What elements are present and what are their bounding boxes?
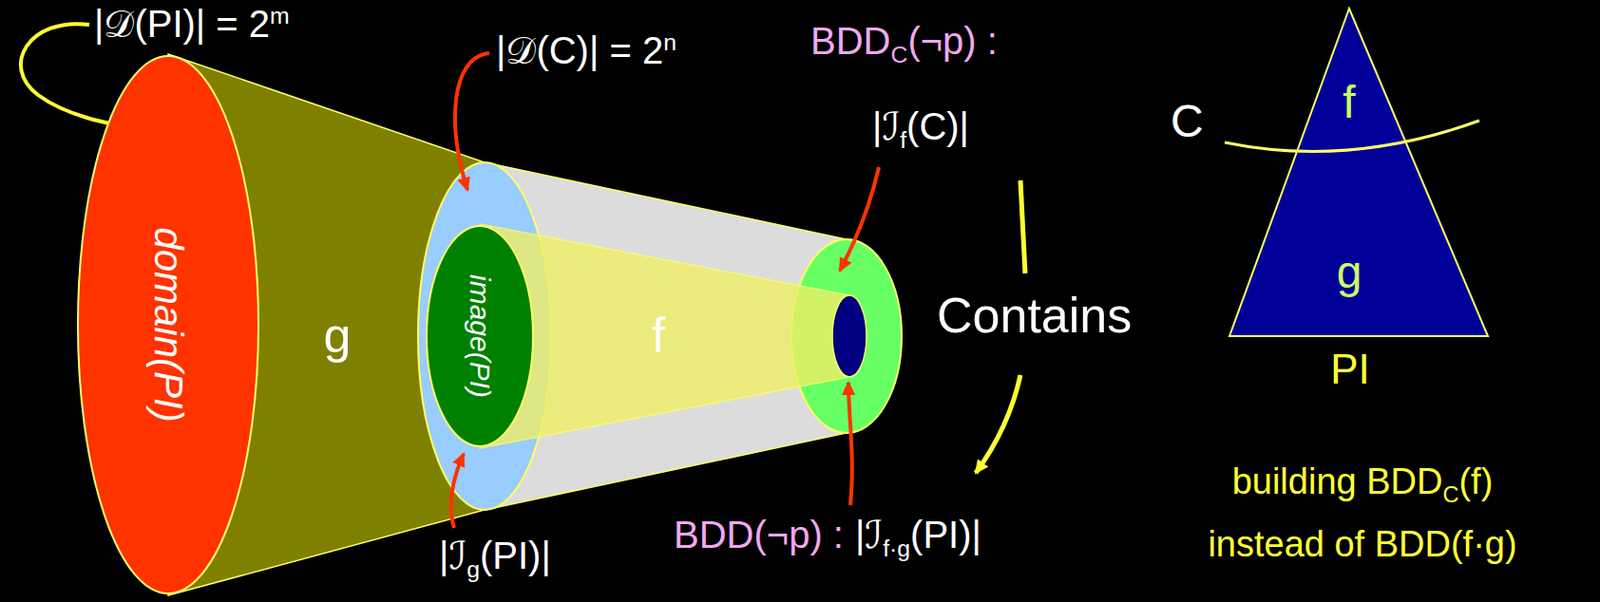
label-line: C <box>1170 95 1204 148</box>
leader-arrow <box>451 454 464 529</box>
leader-arrow <box>455 53 490 191</box>
leader-arrow <box>848 382 853 506</box>
node-text: g <box>1336 247 1363 299</box>
subscript: f <box>899 127 907 153</box>
label-line: |𝒟(PI)| = 2m <box>94 1 290 46</box>
label-text: g <box>323 307 352 363</box>
node-text: f <box>1342 77 1355 129</box>
bdd-p-ellipse <box>832 295 867 378</box>
subscript: C <box>1442 482 1459 508</box>
label-line: instead of BDD(f·g) <box>1207 524 1517 567</box>
superscript: n <box>663 29 677 56</box>
label-text: building BDD <box>1232 461 1444 502</box>
subscript: g <box>466 556 480 583</box>
superscript: m <box>269 2 290 29</box>
label-line: building BDDC(f) <box>1232 461 1494 509</box>
label-text: Contains <box>936 287 1132 343</box>
label-line: |𝒟(C)| = 2n <box>495 28 677 73</box>
node-text: domain(PI) <box>146 227 191 422</box>
label-text: (PI)| <box>479 534 552 577</box>
label-line: f <box>651 307 666 365</box>
label-text: |ℐ <box>855 514 883 556</box>
contains-arrow <box>975 375 1021 474</box>
label-text: |ℐ <box>438 534 467 577</box>
leader-arrow <box>839 167 879 271</box>
label-line: PI <box>1330 345 1371 395</box>
domain-ellipse: domain(PI) <box>76 54 261 596</box>
label-text: BDD <box>810 19 891 62</box>
label-text: PI <box>1330 345 1371 393</box>
label-text: (f) <box>1458 461 1493 502</box>
label-line: Contains <box>936 287 1132 345</box>
label-text: (C)| <box>906 105 970 148</box>
label-text: (PI)| <box>910 514 982 556</box>
subscript: f·g <box>882 535 911 562</box>
domain-c-ellipse <box>418 162 552 511</box>
label-line: |ℐf(C)| <box>872 104 970 155</box>
label-text: BDD(¬p) : <box>673 514 844 556</box>
label-line: |ℐg(PI)| <box>438 533 552 585</box>
label-text: |ℐ <box>872 105 900 148</box>
label-line: g <box>323 307 352 365</box>
subscript: C <box>890 41 908 68</box>
label-text: |𝒟(PI)| = 2 <box>94 2 270 45</box>
ellipse-shape <box>77 56 259 594</box>
pi-triangle: fg <box>1225 4 1492 340</box>
triangle-shape <box>1229 8 1488 337</box>
image-ellipse: image(PI) <box>424 224 535 449</box>
f-cone <box>479 224 850 449</box>
label-text: instead of BDD(f·g) <box>1207 524 1517 565</box>
contains-line <box>1020 180 1026 274</box>
node-text: image(PI) <box>464 274 496 399</box>
label-text: (¬p) : <box>907 19 997 62</box>
label-line: BDDC(¬p) : <box>810 19 998 70</box>
label-line: BDD(¬p) : |ℐf·g(PI)| <box>673 513 982 564</box>
ellipse-shape <box>426 226 534 447</box>
label-text: |𝒟(C)| = 2 <box>495 29 664 72</box>
label-text: C <box>1170 95 1204 147</box>
label-text: f <box>651 307 666 363</box>
